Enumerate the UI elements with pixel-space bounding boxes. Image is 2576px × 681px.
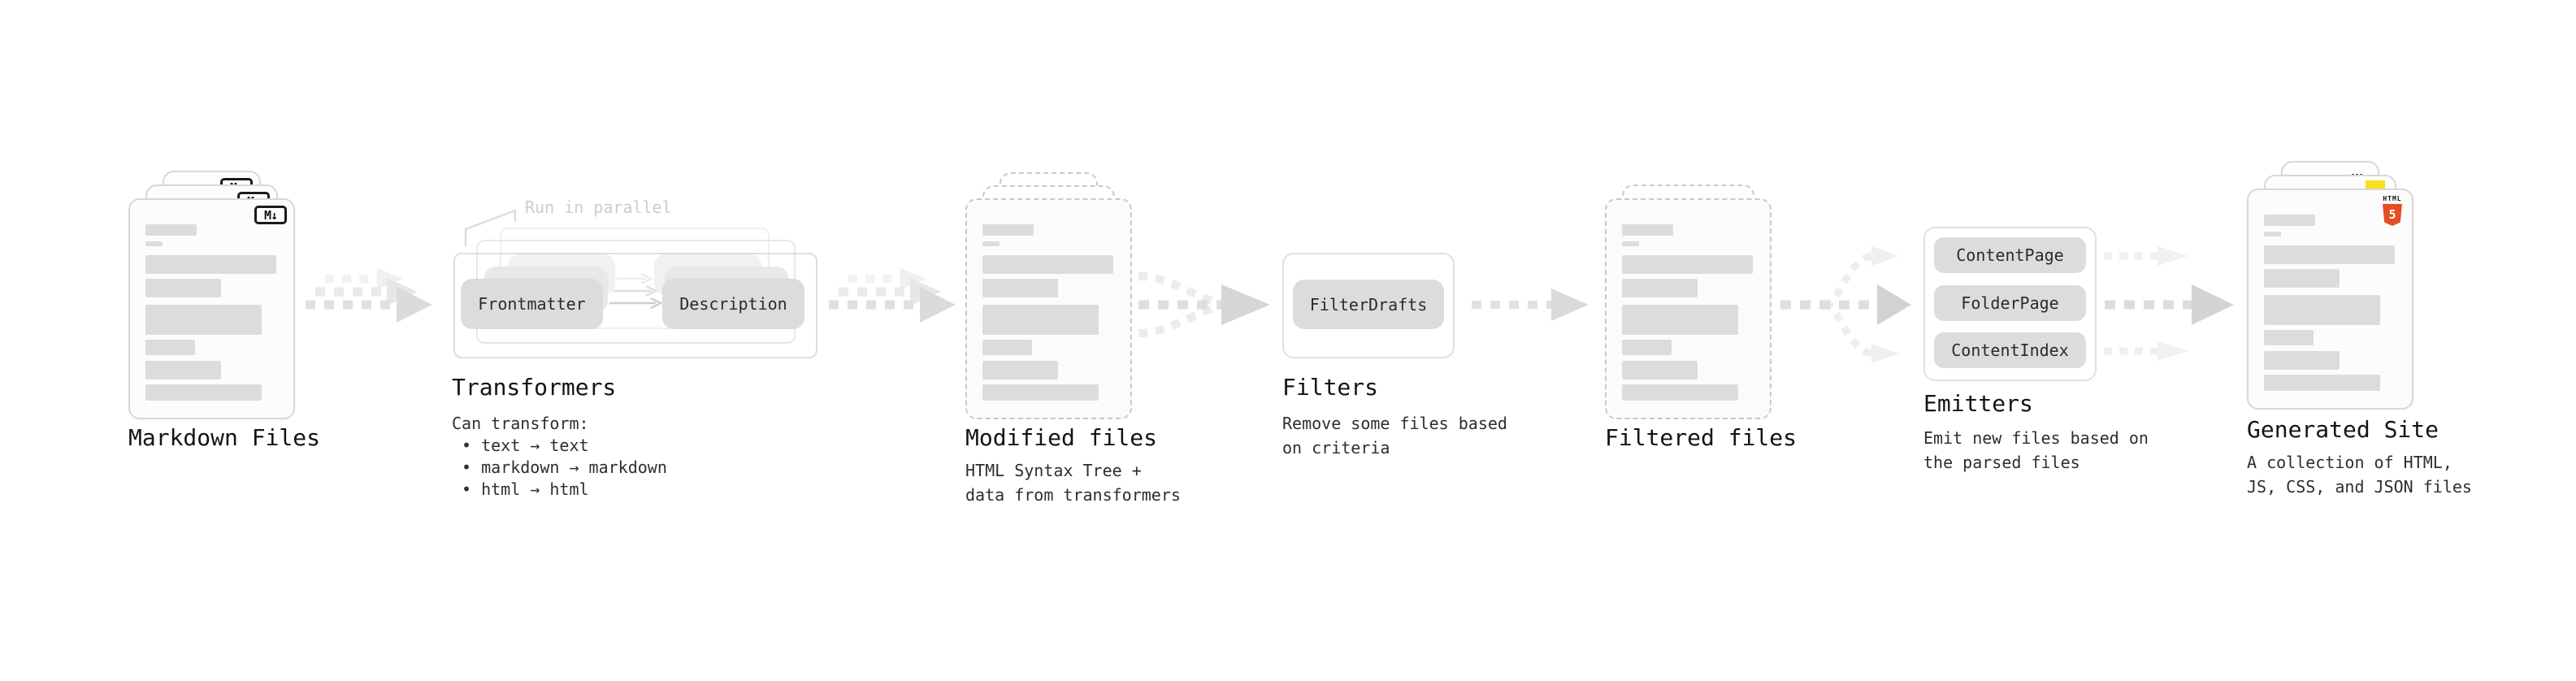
placeholder-bar [1622, 255, 1753, 274]
stage-label-generated-site: Generated Site [2247, 416, 2439, 443]
modified-files-description: HTML Syntax Tree + data from transformer… [965, 461, 1181, 505]
transformer-inner-arrows [609, 272, 663, 310]
markdown-file-front: M↓ [128, 198, 295, 419]
arrow-markdown-to-transformers [306, 268, 432, 323]
html5-icon-badge: HTML [2383, 195, 2402, 202]
modified-file-front [965, 198, 1132, 419]
placeholder-bar [982, 384, 1099, 401]
placeholder-bar [982, 305, 1099, 335]
placeholder-bar [1622, 224, 1673, 236]
arrow-filtered-to-emitters [1780, 246, 1911, 363]
placeholder-bar [2264, 269, 2340, 288]
bullet-item: • text → text [462, 436, 589, 455]
placeholder-bar [2264, 215, 2315, 226]
placeholder-bar [2264, 245, 2395, 264]
placeholder-bar [145, 255, 276, 274]
arrow-emitters-to-generated [2104, 246, 2234, 361]
placeholder-bar [145, 305, 262, 335]
content-page-box: ContentPage [1934, 237, 2086, 273]
placeholder-bar [2264, 295, 2381, 325]
placeholder-bar [982, 224, 1034, 236]
filters-description: Remove some files based on criteria [1282, 414, 1507, 458]
placeholder-bar [982, 255, 1113, 274]
js-icon [2366, 180, 2385, 190]
document-placeholder-lines [2264, 215, 2395, 391]
placeholder-bar [2264, 351, 2340, 370]
generated-html-file: HTML 5 [2247, 189, 2413, 410]
arrow-filters-to-filtered [1472, 288, 1589, 321]
stage-label-transformers: Transformers [452, 374, 617, 401]
markdown-icon: M↓ [254, 206, 287, 224]
transformer-description-box: Description [662, 279, 804, 329]
placeholder-bar [982, 279, 1059, 297]
html5-icon-shield: 5 [2383, 204, 2402, 226]
placeholder-bar [1622, 340, 1672, 355]
stage-label-filtered-files: Filtered files [1605, 424, 1798, 451]
placeholder-bar [1622, 279, 1698, 297]
stage-label-modified-files: Modified files [965, 424, 1158, 451]
content-index-box: ContentIndex [1934, 332, 2086, 368]
transformers-bullet-list: • text → text • markdown → markdown • ht… [462, 435, 667, 501]
transformer-frontmatter-box: Frontmatter [461, 279, 603, 329]
document-placeholder-lines [145, 224, 276, 401]
placeholder-bar [1622, 305, 1739, 335]
placeholder-bar [982, 340, 1033, 355]
placeholder-bar [982, 361, 1059, 380]
stage-label-markdown-files: Markdown Files [128, 424, 321, 451]
placeholder-bar [2264, 375, 2381, 391]
placeholder-bar [145, 279, 222, 297]
document-placeholder-lines [982, 224, 1113, 401]
annotation-connector-line [464, 209, 517, 246]
bullet-item: • html → html [462, 479, 589, 499]
filtered-file-front [1605, 198, 1772, 419]
filter-drafts-box: FilterDrafts [1293, 280, 1444, 329]
arrow-modified-to-filters [1138, 272, 1270, 337]
placeholder-bar [982, 241, 1000, 246]
stage-label-filters: Filters [1282, 374, 1379, 401]
transformers-desc-title: Can transform: [452, 414, 589, 433]
placeholder-bar [145, 241, 163, 246]
placeholder-bar [145, 361, 222, 380]
arrow-transformers-to-modified [829, 268, 956, 323]
placeholder-bar [145, 224, 197, 236]
folder-page-box: FolderPage [1934, 285, 2086, 321]
stage-label-emitters: Emitters [1923, 390, 2033, 417]
emitters-description: Emit new files based on the parsed files [1923, 428, 2149, 472]
placeholder-bar [2264, 330, 2314, 345]
document-placeholder-lines [1622, 224, 1753, 401]
run-in-parallel-annotation: Run in parallel [525, 197, 672, 217]
placeholder-bar [2264, 232, 2281, 236]
html5-icon: HTML 5 [2382, 195, 2403, 226]
placeholder-bar [145, 340, 196, 355]
placeholder-bar [1622, 384, 1739, 401]
generated-site-description: A collection of HTML, JS, CSS, and JSON … [2247, 453, 2472, 497]
bullet-item: • markdown → markdown [462, 458, 667, 477]
transformer-container-front [453, 253, 817, 358]
placeholder-bar [1622, 361, 1698, 380]
placeholder-bar [1622, 241, 1639, 246]
placeholder-bar [145, 384, 262, 401]
